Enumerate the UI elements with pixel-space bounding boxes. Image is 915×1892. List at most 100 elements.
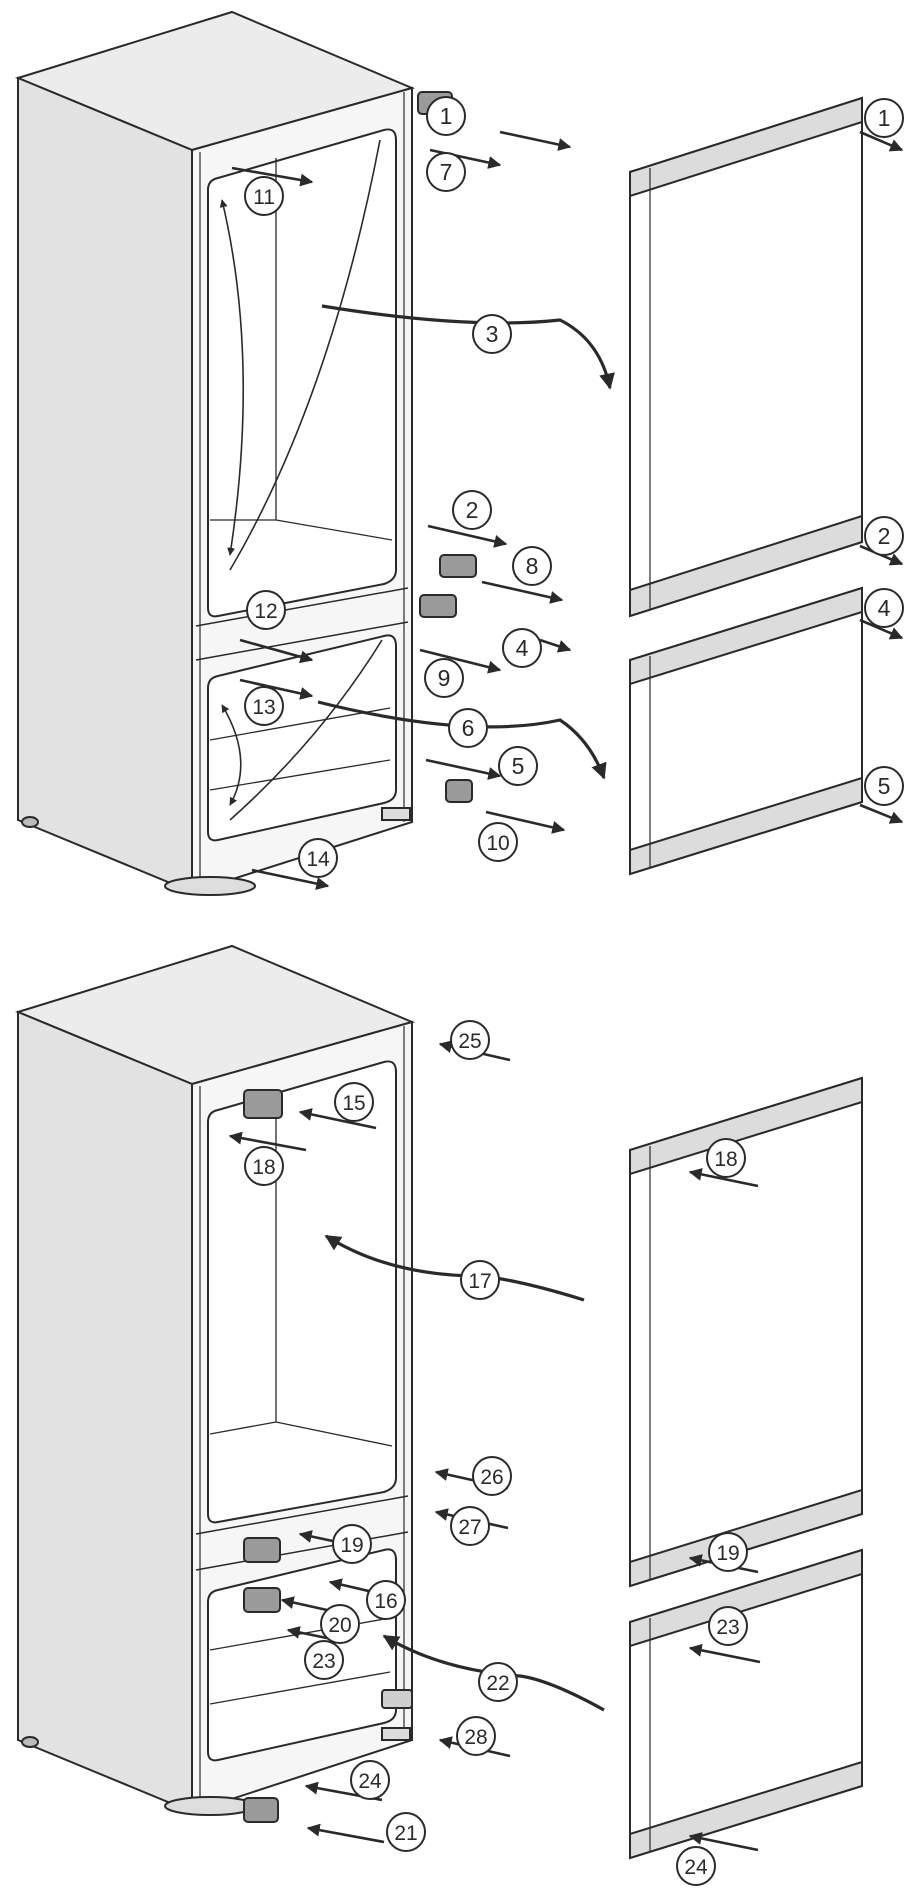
direction-arrow <box>485 810 566 834</box>
direction-arrow <box>228 1131 307 1152</box>
callout-circle <box>448 708 488 748</box>
cabinet-foot <box>381 1727 411 1741</box>
callout-c19a: 19 <box>332 1524 372 1564</box>
door-edge <box>629 1760 863 1860</box>
callout-number: 4 <box>516 635 529 661</box>
hinge-bottom <box>445 779 473 803</box>
direction-arrow <box>859 803 904 824</box>
door-swing-arc <box>219 199 245 556</box>
door-edge <box>629 776 863 876</box>
callout-number: 17 <box>468 1270 491 1293</box>
callout-circle <box>512 546 552 586</box>
figure-installation <box>15 944 863 1860</box>
direction-arrow <box>419 648 502 674</box>
door-swing-arc <box>229 639 383 821</box>
callout-circle <box>472 1456 512 1496</box>
callout-c1a: 1 <box>426 96 466 136</box>
callout-circle <box>708 1606 748 1646</box>
callout-c11: 11 <box>244 176 284 216</box>
direction-arrow <box>306 1823 385 1844</box>
cabinet-foot <box>164 876 256 896</box>
callout-circle <box>244 686 284 726</box>
door-edge <box>629 96 863 198</box>
callout-circle <box>676 1846 716 1886</box>
callout-number: 28 <box>464 1726 487 1749</box>
callout-number: 22 <box>486 1672 509 1695</box>
cabinet-side <box>17 1010 193 1814</box>
callout-circle <box>498 746 538 786</box>
door-edge <box>629 586 863 686</box>
callout-c16: 16 <box>366 1580 406 1620</box>
callout-circle <box>386 1812 426 1852</box>
callout-c22: 22 <box>478 1662 518 1702</box>
callout-number: 1 <box>878 105 891 131</box>
callout-c5a: 5 <box>498 746 538 786</box>
callout-circle <box>246 590 286 630</box>
callout-number: 18 <box>252 1156 275 1179</box>
callout-c6: 6 <box>448 708 488 748</box>
callout-circle <box>298 838 338 878</box>
direction-arrow <box>239 678 314 700</box>
callout-number: 21 <box>394 1822 417 1845</box>
callout-c12: 12 <box>246 590 286 630</box>
callout-number: 3 <box>486 321 499 347</box>
hinge-bottom <box>243 1797 279 1823</box>
callout-number: 24 <box>684 1856 708 1879</box>
callout-circle <box>456 1716 496 1756</box>
callout-circle <box>452 490 492 530</box>
figure-removal <box>15 10 904 896</box>
callout-number: 7 <box>440 159 453 185</box>
callout-c1b: 1 <box>864 98 904 138</box>
lower-door-installation <box>629 1548 863 1860</box>
direction-arrow <box>298 1108 377 1130</box>
door-edge <box>629 1488 863 1588</box>
lower-door-removal <box>629 586 863 876</box>
callout-number: 15 <box>342 1092 365 1115</box>
hinge-middle <box>243 1587 281 1613</box>
direction-arrow <box>481 580 564 604</box>
direction-arrow <box>859 618 904 640</box>
door-edge <box>629 1076 863 1176</box>
hinge-top <box>243 1089 283 1119</box>
callout-number: 20 <box>328 1614 351 1637</box>
door-edge <box>629 514 863 618</box>
callout-c3: 3 <box>472 314 512 354</box>
hinge-middle <box>243 1537 281 1563</box>
door-swing-arc <box>229 139 381 571</box>
callout-number: 8 <box>526 553 539 579</box>
callout-number: 18 <box>714 1148 737 1171</box>
freezer-compartment <box>207 634 397 842</box>
freezer-shelf <box>209 707 391 791</box>
callout-number: 23 <box>716 1616 739 1639</box>
compartment-divider <box>195 587 409 661</box>
callout-c8: 8 <box>512 546 552 586</box>
cabinet-foot <box>21 816 39 828</box>
direction-arrow <box>539 638 572 653</box>
callout-c5b: 5 <box>864 766 904 806</box>
callout-number: 4 <box>878 595 891 621</box>
callout-c17: 17 <box>460 1260 500 1300</box>
direction-arrow <box>251 868 330 890</box>
fridge-compartment <box>207 1060 397 1524</box>
door-move-curve <box>321 304 615 390</box>
callout-number: 12 <box>254 600 277 623</box>
callout-circle <box>320 1604 360 1644</box>
callout-circle <box>244 1146 284 1186</box>
callout-circle <box>450 1506 490 1546</box>
direction-arrow <box>425 758 502 780</box>
callout-circle <box>472 314 512 354</box>
callout-number: 13 <box>252 696 275 719</box>
callout-number: 1 <box>440 103 453 129</box>
callout-number: 14 <box>306 848 330 871</box>
callout-number: 24 <box>358 1770 382 1793</box>
callout-c4a: 4 <box>502 628 542 668</box>
direction-arrow <box>688 1643 761 1664</box>
door-swing-arc <box>221 704 242 806</box>
door-move-curve <box>317 700 607 780</box>
hinge-middle <box>439 554 477 578</box>
callout-circle <box>864 516 904 556</box>
callout-number: 5 <box>512 753 525 779</box>
